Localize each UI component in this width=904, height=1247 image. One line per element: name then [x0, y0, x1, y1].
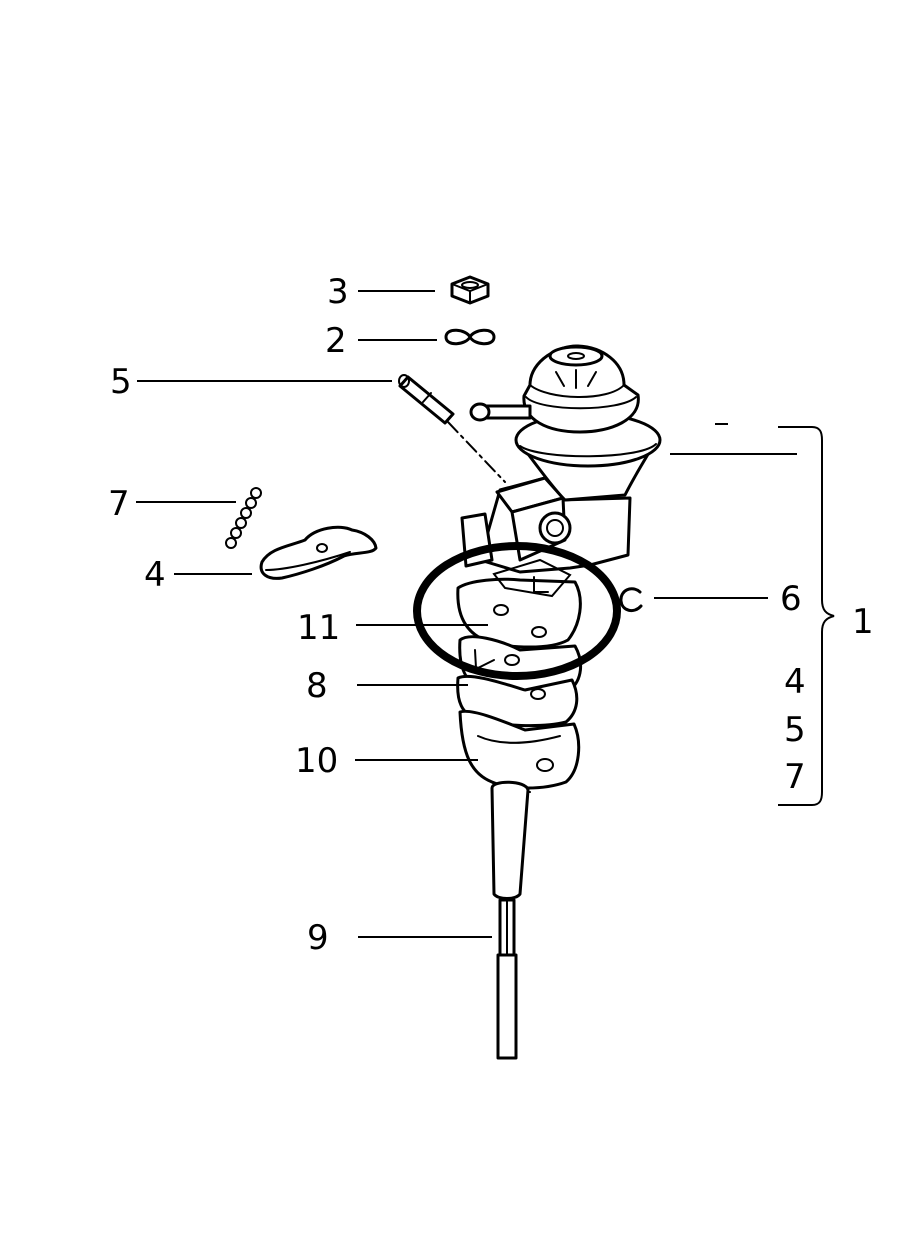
upper-link-plate[interactable] — [456, 558, 582, 649]
alignment-centerline — [447, 421, 506, 483]
callout-1: 1 — [852, 602, 874, 642]
callout-4: 4 — [144, 555, 166, 595]
lever-part[interactable] — [259, 525, 378, 580]
pin-part[interactable] — [398, 374, 455, 425]
circlip-part[interactable] — [619, 587, 643, 613]
callout-9: 9 — [307, 918, 329, 958]
callout-7: 7 — [108, 484, 130, 524]
callout-6: 6 — [780, 579, 802, 619]
callout-8: 8 — [306, 666, 328, 706]
group-bracket — [778, 426, 835, 806]
cable-part[interactable] — [490, 780, 530, 1060]
group-member-4: 4 — [784, 662, 806, 702]
callout-11: 11 — [297, 608, 340, 648]
callout-5: 5 — [110, 362, 132, 402]
group-member-7: 7 — [784, 757, 806, 797]
coil-spring-part[interactable] — [225, 487, 262, 549]
callout-3: 3 — [327, 272, 349, 312]
spring-washer-part[interactable] — [444, 328, 496, 346]
callout-10: 10 — [295, 741, 338, 781]
hex-nut-part[interactable] — [450, 275, 490, 305]
vacuum-actuator-housing[interactable] — [460, 344, 662, 574]
callout-2: 2 — [325, 321, 347, 361]
group-member-5: 5 — [784, 710, 806, 750]
highlight-ring — [413, 542, 621, 680]
